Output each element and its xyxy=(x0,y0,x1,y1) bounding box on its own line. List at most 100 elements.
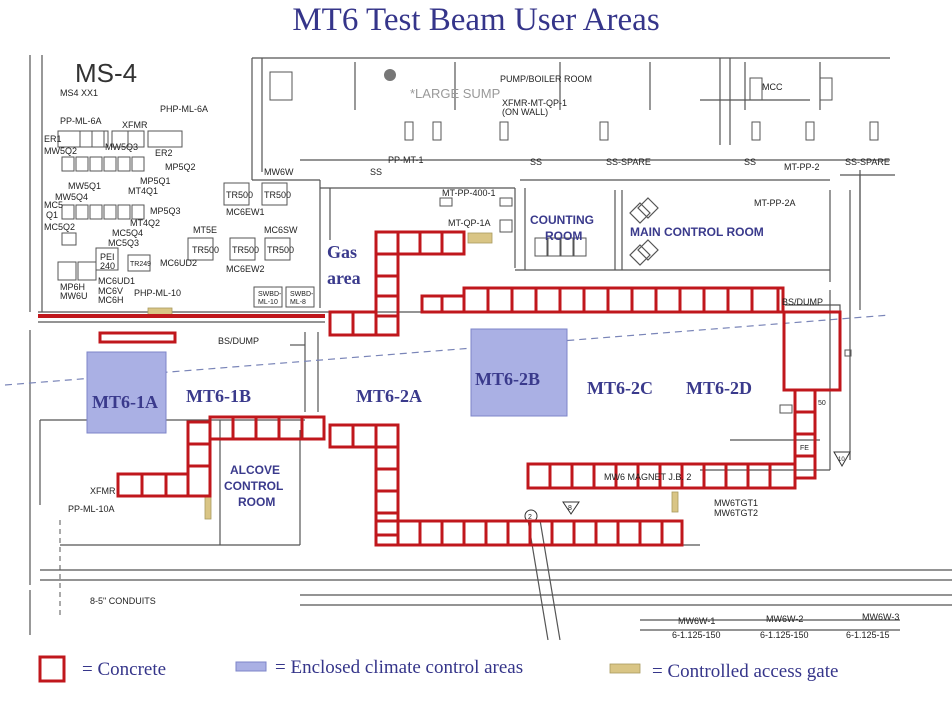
label-pipe-2: 6-1.125-150 xyxy=(760,630,809,640)
label-alcove-room: ROOM xyxy=(238,495,275,509)
label-alcove: ALCOVE xyxy=(230,463,280,477)
enclosed-area-mt6-2b xyxy=(470,328,568,417)
label-mc6ew1: MC6EW1 xyxy=(226,207,265,217)
concrete-blocks xyxy=(38,230,842,547)
label-tr500-5: TR500 xyxy=(267,245,294,255)
label-ml10: ML-10 xyxy=(258,299,278,306)
label-50: 50 xyxy=(818,400,826,407)
label-pei: PEI xyxy=(100,252,115,262)
label-mc6sw: MC6SW xyxy=(264,225,298,235)
label-ms4xx1: MS4 XX1 xyxy=(60,88,98,98)
label-mw6w-3: MW6W-3 xyxy=(862,612,899,622)
label-tr500-1: TR500 xyxy=(226,190,253,200)
label-tr500-2: TR500 xyxy=(264,190,291,200)
legend-concrete-text: = Concrete xyxy=(82,659,166,680)
label-mc5q2: MC5Q2 xyxy=(44,222,75,232)
label-10: 10 xyxy=(838,457,845,463)
label-counting-room: ROOM xyxy=(545,229,582,243)
label-mt6-2a: MT6-2A xyxy=(356,386,422,406)
label-mc6ud1: MC6UD1 xyxy=(98,276,135,286)
label-counting: COUNTING xyxy=(530,213,594,227)
label-php-ml-6a: PHP-ML-6A xyxy=(160,104,208,114)
label-mw6tgt1: MW6TGT1 xyxy=(714,498,758,508)
label-mw5q3: MW5Q3 xyxy=(105,142,138,152)
label-er1: ER1 xyxy=(44,134,62,144)
legend-gate-text: = Controlled access gate xyxy=(652,661,838,682)
label-mt-pp-2a: MT-PP-2A xyxy=(754,198,796,208)
label-gas-area: area xyxy=(327,268,361,288)
label-mw6w-1: MW6W-1 xyxy=(678,616,715,626)
label-mp5q1: MP5Q1 xyxy=(140,176,171,186)
label-xfmr-bottom: XFMR xyxy=(90,486,116,496)
label-bs-dump-right: BS/DUMP xyxy=(782,297,823,307)
label-mw6-magnet: MW6 MAGNET J.B. 2 xyxy=(604,472,691,482)
legend-concrete-swatch xyxy=(38,655,66,683)
access-gates xyxy=(147,232,679,520)
label-mcc: MCC xyxy=(762,82,783,92)
label-main-control-room: MAIN CONTROL ROOM xyxy=(630,225,764,239)
label-mw6w-2: MW6W-2 xyxy=(766,614,803,624)
label-gas: Gas xyxy=(327,242,357,262)
legend-enclosed-swatch xyxy=(235,661,267,672)
label-mt-pp-400-1: MT-PP-400-1 xyxy=(442,188,496,198)
label-pp-ml-6a: PP-ML-6A xyxy=(60,116,102,126)
label-mp5q2: MP5Q2 xyxy=(165,162,196,172)
console-icon xyxy=(629,197,659,266)
label-mt-pp-2: MT-PP-2 xyxy=(784,162,820,172)
page-title: MT6 Test Beam User Areas xyxy=(292,2,660,38)
label-mt6-2c: MT6-2C xyxy=(587,378,653,398)
legend-bg xyxy=(0,640,952,707)
legend: = Concrete = Enclosed climate control ar… xyxy=(0,640,952,707)
ms4-equipment xyxy=(57,71,879,414)
label-mt6-2d: MT6-2D xyxy=(686,378,752,398)
label-2: 2 xyxy=(528,514,532,521)
label-mt5e: MT5E xyxy=(193,225,217,235)
label-ml8: ML-8 xyxy=(290,299,306,306)
label-xfmr-mt-qp-1: XFMR-MT-QP-1 xyxy=(502,98,567,108)
label-8: 8 xyxy=(568,505,572,512)
label-large-sump: *LARGE SUMP xyxy=(410,86,500,101)
label-mp5q3: MP5Q3 xyxy=(150,206,181,216)
label-xfmr-top: XFMR xyxy=(122,120,148,130)
label-q1: Q1 xyxy=(46,210,58,220)
label-tr500-3: TR500 xyxy=(192,245,219,255)
label-pei240: 240 xyxy=(100,261,115,271)
label-swbd-2: SWBD- xyxy=(290,291,314,298)
label-ss-spare-2: SS-SPARE xyxy=(845,157,890,167)
label-ss-spare-1: SS-SPARE xyxy=(606,157,651,167)
label-conduits: 8-5" CONDUITS xyxy=(90,596,156,606)
label-mc5: MC5 xyxy=(44,200,63,210)
marker-10-icon xyxy=(833,451,851,468)
label-mc5q3: MC5Q3 xyxy=(108,238,139,248)
label-ms4: MS-4 xyxy=(75,58,137,88)
label-mt-qp-1a: MT-QP-1A xyxy=(448,218,491,228)
label-bs-dump-left: BS/DUMP xyxy=(218,336,259,346)
label-mw6tgt2: MW6TGT2 xyxy=(714,508,758,518)
sump-icon xyxy=(384,69,396,81)
marker-8-icon xyxy=(562,501,580,515)
label-mw6w: MW6W xyxy=(264,167,294,177)
label-on-wall: (ON WALL) xyxy=(502,107,548,117)
label-mt6-1b: MT6-1B xyxy=(186,386,251,406)
legend-gate-swatch xyxy=(609,663,641,674)
label-tr500-4: TR500 xyxy=(232,245,259,255)
label-ss-2: SS xyxy=(530,157,542,167)
label-pp-ml-10a: PP-ML-10A xyxy=(68,504,115,514)
label-ss-3: SS xyxy=(744,157,756,167)
label-mc6v: MC6V xyxy=(98,286,123,296)
label-mt6-1a: MT6-1A xyxy=(92,392,158,412)
label-pipe-1: 6-1.125-150 xyxy=(672,630,721,640)
label-mp6h: MP6H xyxy=(60,282,85,292)
drawing-labels: MS-4 MS4 XX1 PHP-ML-6A PP-ML-6A XFMR ER1… xyxy=(44,58,899,640)
label-pipe-3: 6-1.125-15 xyxy=(846,630,890,640)
label-pp-mt-1: PP-MT-1 xyxy=(388,155,424,165)
label-php-ml-10: PHP-ML-10 xyxy=(134,288,181,298)
label-er2: ER2 xyxy=(155,148,173,158)
label-mt4q1: MT4Q1 xyxy=(128,186,158,196)
label-mc5q4: MC5Q4 xyxy=(112,228,143,238)
label-mt6-2b: MT6-2B xyxy=(475,369,540,389)
label-mc6h: MC6H xyxy=(98,295,124,305)
legend-enclosed-text: = Enclosed climate control areas xyxy=(275,657,523,678)
label-mc6ew2: MC6EW2 xyxy=(226,264,265,274)
